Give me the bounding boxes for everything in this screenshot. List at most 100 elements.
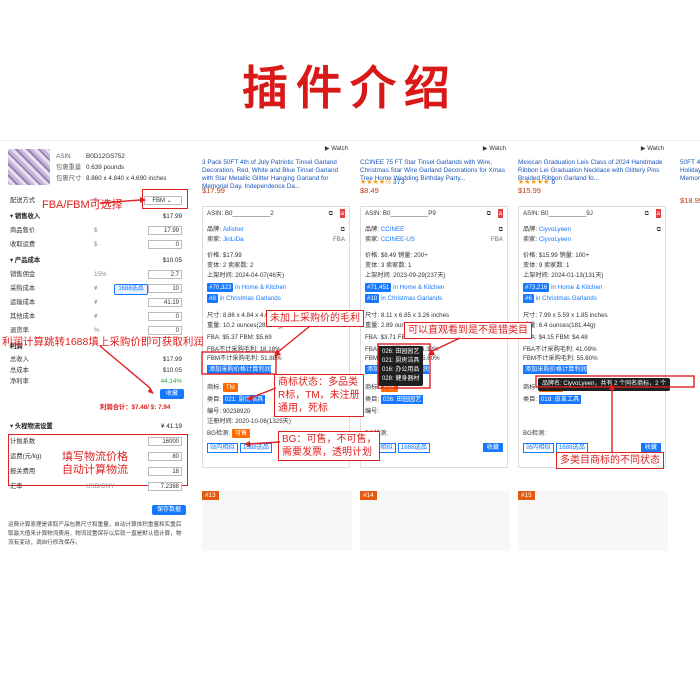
product-card-4: 50FT 4 Tinsel Ga... Holiday ... Memorial… — [680, 141, 700, 486]
add-cost-button[interactable]: 添加采购价格计算利润 — [523, 365, 587, 374]
amazon-icon[interactable]: a — [655, 209, 661, 218]
copy-icon[interactable]: ⧉ — [498, 226, 503, 233]
dims-line: 尺寸: 8.11 x 6.85 x 3.26 inches — [365, 312, 450, 319]
purchase-cost-input[interactable]: 10 — [148, 284, 182, 293]
profit-section-title: 利润 — [10, 343, 23, 350]
collect-button[interactable]: 收藏 — [160, 389, 184, 399]
card-collect-button[interactable]: 收藏 — [482, 443, 503, 452]
watch-button[interactable]: ▶ Watch — [640, 146, 664, 152]
fba-tag: FBA — [490, 236, 503, 243]
copy-icon[interactable]: ⧉ — [340, 226, 345, 233]
fba-tag: FBA — [332, 236, 345, 243]
save-data-button[interactable]: 保存数据 — [152, 505, 186, 515]
brand-link[interactable]: CCINEE — [380, 226, 405, 233]
shipping-income-input[interactable]: 0 — [148, 240, 182, 249]
dims-line: 尺寸: 7.99 x 5.59 x 1.85 inches — [523, 312, 608, 319]
chevron-down-icon: ⌄ — [166, 198, 172, 204]
delivery-currency: $ — [94, 197, 98, 204]
other-cost-row: 其他成本 ¥ 0 — [10, 311, 184, 322]
rating-stars-icon: ★★★★½ — [360, 179, 391, 186]
delivery-label: 配送方式 — [10, 197, 36, 204]
refund-rate-input[interactable]: 0 — [148, 326, 182, 335]
price-line: 价格: $15.99 销量: 100+ — [523, 252, 590, 259]
shipping-income-currency: $ — [94, 241, 98, 248]
asin-label: ASIN — [56, 153, 71, 160]
brand-type-label: 商标: — [207, 384, 222, 391]
rank-category-link[interactable]: in Home & Kitchen — [235, 284, 287, 291]
play-icon: ▶ — [482, 146, 488, 152]
product-title-link[interactable]: 3 Pack 50FT 4th of July Patriotic Tinsel… — [202, 159, 339, 190]
category-tag: 018: 皮革工具 — [538, 395, 582, 404]
annotation-fba-fbm: FBA/FBM可选择 — [42, 199, 123, 211]
category-popup-item: 021: 厨房洁具 — [382, 358, 420, 364]
watch-button[interactable]: ▶ Watch — [324, 146, 348, 152]
net-margin-value: 44.14% — [160, 378, 182, 385]
freight-input[interactable]: 80 — [148, 452, 182, 461]
total-cost-row: 总成本 $10.05 — [10, 365, 184, 376]
variants-line: 变体: 9 卖家数: 1 — [523, 262, 570, 269]
rank-category-link[interactable]: in Home & Kitchen — [393, 284, 445, 291]
search-1688-button[interactable]: 1688选品 — [239, 443, 272, 453]
commission-input[interactable]: 2.7 — [148, 270, 182, 279]
copy-icon[interactable]: ⧉ — [644, 210, 649, 217]
asin-value: B0D12GS752 — [86, 153, 125, 160]
add-cost-button[interactable]: 添加采购价格计算利润 — [207, 365, 271, 374]
size-label: 包裹尺寸 — [56, 175, 82, 182]
product-title-link[interactable]: Mexican Graduation Leis Class of 2024 Ha… — [518, 159, 663, 182]
amazon-icon[interactable]: a — [497, 209, 503, 218]
item-price-input[interactable]: 17.99 — [148, 226, 182, 235]
rank-category-link[interactable]: in Christmas Garlands — [381, 295, 443, 302]
price-line: 价格: $8.49 销量: 200+ — [365, 252, 428, 259]
bill-weight-row: 计抛系数 16000 — [10, 436, 184, 447]
bill-weight-input[interactable]: 16000 — [148, 437, 182, 446]
purchase-1688-button[interactable]: 1688选品 — [114, 284, 148, 295]
brand-link[interactable]: CiyvoLyeen — [538, 226, 571, 233]
bg-line: BG检测: — [523, 429, 663, 438]
purchase-cost-row: 采购成本 ¥ 1688选品 10 — [10, 283, 184, 295]
card-number: #15 — [518, 491, 535, 500]
copy-icon[interactable]: ⧉ — [328, 210, 333, 217]
size-value: 8.860 x 4.840 x 4.690 inches — [86, 175, 167, 182]
customs-input[interactable]: 18 — [148, 467, 182, 476]
next-product-image — [202, 491, 352, 551]
category-line: 类目: 018: 皮革工具 — [523, 395, 663, 404]
seller-link[interactable]: CCINEE-US — [380, 236, 415, 243]
logistics-section-title: 头程物流设置 — [14, 423, 53, 430]
brand-link[interactable]: Adisher — [222, 226, 244, 233]
review-count[interactable]: 6 — [551, 179, 556, 186]
watch-button[interactable]: ▶ Watch — [482, 146, 506, 152]
asin-text: ASIN: B0___________2 — [207, 210, 274, 217]
product-price: $8.49 — [360, 186, 379, 195]
cost-section-title: 产品成本 — [14, 257, 41, 264]
category-popup-item: 016: 办公用品 — [382, 367, 420, 373]
seller-line: 卖家: CiyvoLyeen — [523, 235, 663, 244]
brand-type-line: 商标: TM — [207, 383, 347, 392]
net-margin-row: 净利率 44.14% — [10, 376, 184, 387]
similar-button[interactable]: 站内相似 — [207, 443, 238, 453]
commission-row: 销售佣金 15% 2.7 — [10, 269, 184, 280]
listed-line: 上架时间: 2023-09-29(237天) — [365, 272, 446, 279]
seller-link[interactable]: CiyvoLyeen — [538, 236, 571, 243]
copy-icon[interactable]: ⧉ — [656, 226, 661, 233]
review-count[interactable]: 373 — [392, 179, 405, 186]
amazon-icon[interactable]: a — [339, 209, 345, 218]
exchange-rate-input[interactable]: 7.2388 — [148, 482, 182, 491]
copy-icon[interactable]: ⧉ — [486, 210, 491, 217]
search-1688-button[interactable]: 1688选品 — [397, 443, 430, 453]
variants-line: 变体: 2 卖家数: 2 — [207, 262, 254, 269]
card-collect-button[interactable]: 收藏 — [640, 443, 661, 452]
delivery-select-value: FBM — [152, 198, 165, 204]
annotation-brand-status: 商标状态：多品类 R标，TM，未注册 通用，死标 — [274, 374, 364, 417]
other-cost-input[interactable]: 0 — [148, 312, 182, 321]
rank-category-link[interactable]: in Christmas Garlands — [535, 295, 597, 302]
seller-link[interactable]: JinLiDa — [222, 236, 244, 243]
similar-button[interactable]: 站内相似 — [523, 443, 554, 453]
shipping-cost-input[interactable]: 41.19 — [148, 298, 182, 307]
dims-line: 尺寸: 8.86 x 4.84 x 4.69 inches — [207, 312, 292, 319]
rank-category-link[interactable]: in Christmas Garlands — [219, 295, 281, 302]
product-title-link[interactable]: CCINEE 75 FT Star Tinsel Garlands with W… — [360, 159, 505, 182]
rank-category-link[interactable]: in Home & Kitchen — [551, 284, 603, 291]
rating-stars: ★★★★½ 373 — [360, 178, 405, 186]
